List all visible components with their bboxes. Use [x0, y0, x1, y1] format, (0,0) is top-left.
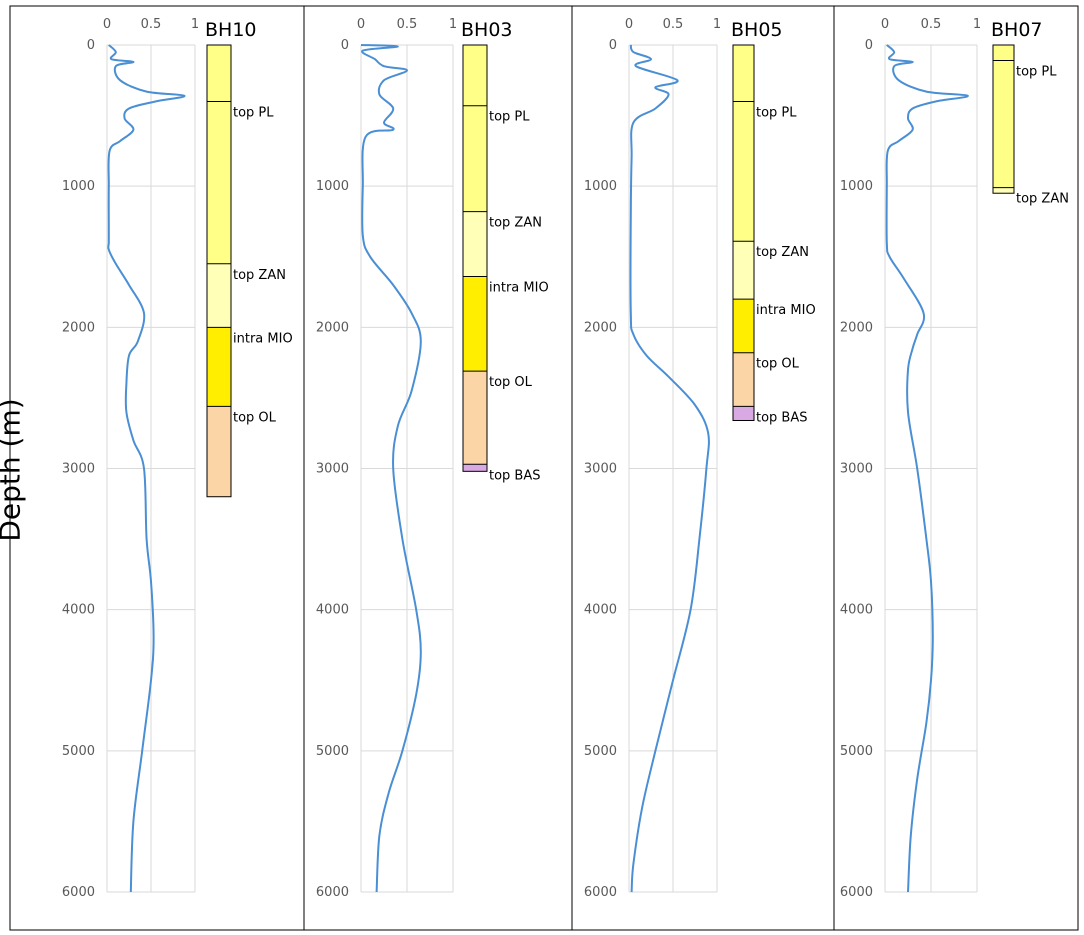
horizon-label: top ZAN — [489, 216, 542, 231]
profile-curve — [629, 44, 710, 893]
y-tick-label: 6000 — [840, 885, 873, 900]
x-tick-label: 0.5 — [921, 17, 942, 32]
y-tick-label: 5000 — [840, 744, 873, 759]
y-tick-label: 4000 — [584, 603, 617, 618]
strat-unit-pl — [993, 60, 1014, 188]
horizon-label: top ZAN — [233, 268, 286, 283]
strat-unit-pl — [993, 45, 1014, 61]
y-tick-label: 3000 — [840, 462, 873, 477]
strat-unit-bas — [463, 464, 487, 472]
y-tick-label: 2000 — [584, 320, 617, 335]
strat-column-border — [992, 44, 1015, 194]
x-tick-label: 1 — [191, 17, 199, 32]
y-tick-label: 0 — [341, 38, 349, 53]
x-tick-label: 1 — [713, 17, 721, 32]
horizon-label: top PL — [1016, 65, 1057, 80]
strat-unit-zan — [207, 263, 231, 328]
x-tick-label: 1 — [449, 17, 457, 32]
strat-unit-ol — [207, 406, 231, 497]
y-tick-label: 3000 — [584, 462, 617, 477]
profile-curve — [360, 44, 422, 893]
strat-unit-mio — [207, 327, 231, 407]
y-tick-label: 2000 — [316, 320, 349, 335]
horizon-label: top ZAN — [756, 245, 809, 260]
horizon-label: top BAS — [756, 410, 808, 425]
strat-unit-pl — [463, 105, 487, 212]
strat-unit-zan — [993, 187, 1014, 194]
y-tick-label: 0 — [865, 38, 873, 53]
horizon-label: intra MIO — [756, 303, 816, 318]
horizon-label: top OL — [756, 357, 800, 372]
strat-column-border — [732, 44, 755, 422]
horizon-label: intra MIO — [489, 281, 549, 296]
horizon-label: intra MIO — [233, 331, 293, 346]
x-tick-label: 0 — [625, 17, 633, 32]
strat-unit-pl — [733, 101, 754, 242]
panel-title: BH05 — [731, 19, 783, 41]
y-tick-label: 1000 — [840, 179, 873, 194]
y-tick-label: 4000 — [316, 603, 349, 618]
y-tick-label: 1000 — [584, 179, 617, 194]
strat-unit-pl — [207, 101, 231, 264]
y-tick-label: 0 — [87, 38, 95, 53]
panel-bh07: 0 1000 2000 3000 4000 5000 6000 0 0.5 1 BH07 top PL… — [833, 6, 1069, 930]
strat-unit-pl — [733, 45, 754, 102]
horizon-label: top PL — [756, 105, 797, 120]
y-tick-label: 6000 — [62, 885, 95, 900]
x-tick-label: 0 — [881, 17, 889, 32]
strat-unit-zan — [463, 211, 487, 277]
y-tick-label: 1000 — [62, 179, 95, 194]
y-tick-label: 3000 — [62, 462, 95, 477]
x-tick-label: 0 — [103, 17, 111, 32]
horizon-label: top ZAN — [1016, 192, 1069, 207]
y-tick-label: 3000 — [316, 462, 349, 477]
y-tick-label: 0 — [609, 38, 617, 53]
strat-unit-pl — [207, 45, 231, 102]
y-tick-label: 1000 — [316, 179, 349, 194]
strat-unit-mio — [733, 299, 754, 353]
strat-unit-pl — [463, 45, 487, 106]
figure-frame — [9, 5, 1079, 931]
profile-curve — [107, 44, 186, 893]
y-tick-label: 6000 — [584, 885, 617, 900]
x-tick-label: 0 — [357, 17, 365, 32]
x-tick-label: 0.5 — [663, 17, 684, 32]
y-tick-label: 6000 — [316, 885, 349, 900]
y-tick-label: 5000 — [584, 744, 617, 759]
y-tick-label: 4000 — [840, 603, 873, 618]
panel-title: BH10 — [205, 19, 257, 41]
panel-bh05: 0 1000 2000 3000 4000 5000 6000 0 0.5 1 BH05 top PL… — [571, 6, 816, 930]
y-tick-label: 4000 — [62, 603, 95, 618]
horizon-label: top OL — [489, 375, 533, 390]
y-tick-label: 2000 — [840, 320, 873, 335]
y-tick-label: 2000 — [62, 320, 95, 335]
y-tick-label: 5000 — [316, 744, 349, 759]
horizon-label: top PL — [233, 105, 274, 120]
y-tick-label: 5000 — [62, 744, 95, 759]
horizon-label: top BAS — [489, 468, 541, 483]
strat-column-border — [462, 44, 488, 472]
x-tick-label: 0.5 — [141, 17, 162, 32]
panel-title: BH07 — [991, 19, 1043, 41]
x-tick-label: 0.5 — [397, 17, 418, 32]
strat-unit-ol — [733, 352, 754, 407]
panel-bh10: 0 1000 2000 3000 4000 5000 6000 0 0.5 1 BH10 top PL… — [62, 17, 293, 900]
x-tick-label: 1 — [973, 17, 981, 32]
strat-unit-zan — [733, 241, 754, 300]
panel-bh03: 0 1000 2000 3000 4000 5000 6000 0 0.5 1 BH03 top PL… — [303, 6, 549, 930]
strat-unit-mio — [463, 276, 487, 372]
profile-curve — [885, 44, 969, 893]
strat-column-border — [206, 44, 232, 498]
horizon-label: top OL — [233, 410, 277, 425]
panel-title: BH03 — [461, 19, 513, 41]
strat-unit-bas — [733, 406, 754, 421]
horizon-label: top PL — [489, 110, 530, 125]
strat-unit-ol — [463, 371, 487, 465]
y-axis-label: Depth (m) — [0, 398, 27, 542]
